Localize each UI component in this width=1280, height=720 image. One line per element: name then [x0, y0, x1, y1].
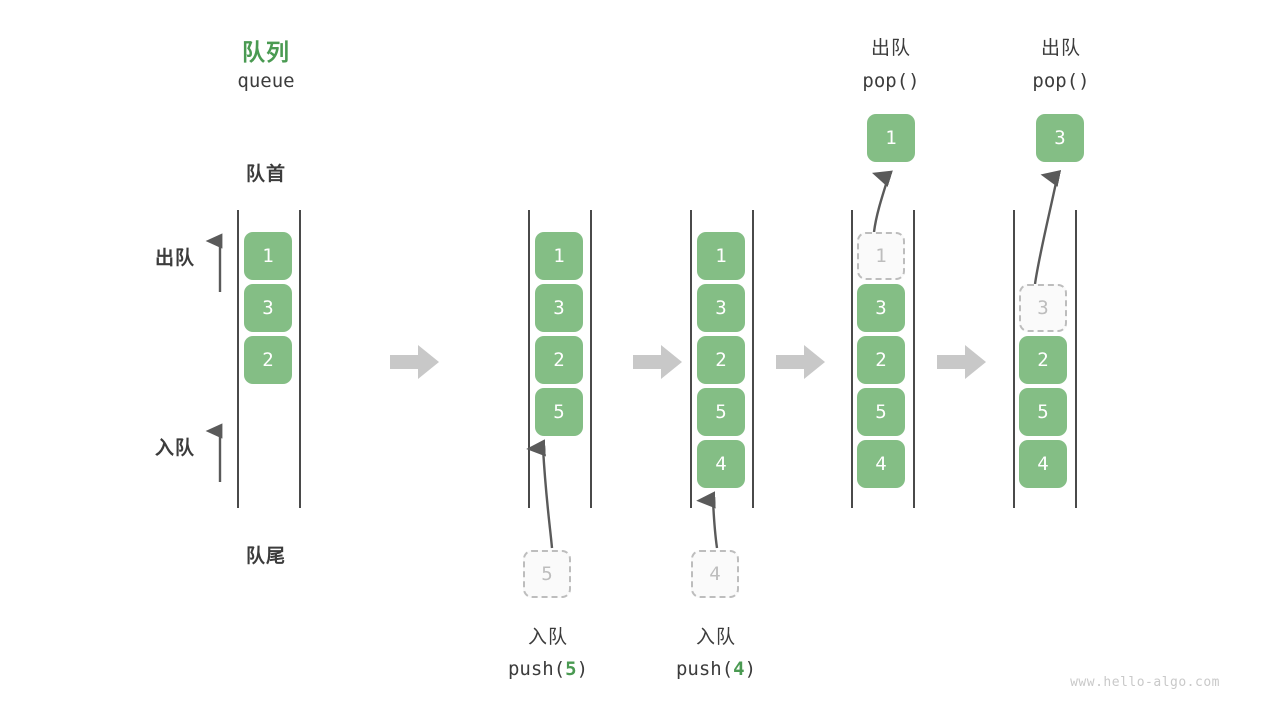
pop-code-prefix: pop( — [862, 70, 909, 92]
rear-label: 队尾 — [245, 545, 286, 567]
push-curve-arrow-icon — [690, 482, 770, 562]
push-code-arg: 5 — [565, 658, 577, 680]
dequeue-side-label: 出队 — [154, 247, 195, 269]
enqueue-direction-arrow-icon — [205, 422, 230, 484]
front-label: 队首 — [245, 163, 286, 185]
queue-title-cn: 队列 — [242, 40, 290, 66]
queue-cell: 2 — [697, 336, 745, 384]
push-code-arg: 4 — [733, 658, 745, 680]
queue-cell-new: 5 — [535, 388, 583, 436]
queue-rail-left — [851, 210, 853, 508]
ghost-cell: 1 — [857, 232, 905, 280]
pop-caption-cn: 出队 — [870, 37, 911, 59]
push-code-suffix: ) — [744, 658, 757, 680]
push-caption-cn: 入队 — [695, 626, 736, 648]
popped-cell: 3 — [1036, 114, 1084, 162]
queue-rail-left — [528, 210, 530, 508]
push-caption-code: push(4) — [651, 658, 781, 680]
queue-cell: 4 — [1019, 440, 1067, 488]
flow-arrow-icon — [937, 344, 987, 380]
queue-rail-right — [299, 210, 301, 508]
pop-code-suffix: ) — [908, 70, 920, 92]
ghost-cell: 3 — [1019, 284, 1067, 332]
queue-cell: 3 — [244, 284, 292, 332]
queue-cell: 5 — [1019, 388, 1067, 436]
queue-rail-right — [1075, 210, 1077, 508]
watermark: www.hello-algo.com — [1070, 675, 1220, 690]
queue-rail-left — [1013, 210, 1015, 508]
push-caption-cn: 入队 — [527, 626, 568, 648]
queue-cell: 1 — [535, 232, 583, 280]
pop-caption-cn: 出队 — [1040, 37, 1081, 59]
queue-cell: 3 — [857, 284, 905, 332]
push-caption-code: push(5) — [483, 658, 613, 680]
queue-cell: 5 — [857, 388, 905, 436]
push-code-suffix: ) — [576, 658, 589, 680]
queue-rail-right — [590, 210, 592, 508]
queue-rail-right — [752, 210, 754, 508]
queue-rail-left — [690, 210, 692, 508]
popped-cell: 1 — [867, 114, 915, 162]
pop-caption-code: pop() — [826, 70, 956, 92]
ghost-cell: 4 — [691, 550, 739, 598]
flow-arrow-icon — [776, 344, 826, 380]
queue-cell: 2 — [244, 336, 292, 384]
dequeue-direction-arrow-icon — [205, 232, 230, 294]
pop-curve-arrow-icon — [1005, 160, 1095, 292]
push-code-prefix: push( — [507, 658, 566, 680]
pop-curve-arrow-icon — [845, 160, 935, 240]
queue-cell-new: 4 — [697, 440, 745, 488]
ghost-cell: 5 — [523, 550, 571, 598]
queue-cell: 5 — [697, 388, 745, 436]
pop-code-suffix: ) — [1078, 70, 1090, 92]
flow-arrow-icon — [633, 344, 683, 380]
queue-cell: 2 — [535, 336, 583, 384]
push-code-prefix: push( — [675, 658, 734, 680]
queue-cell: 2 — [1019, 336, 1067, 384]
queue-cell: 2 — [857, 336, 905, 384]
queue-cell: 3 — [697, 284, 745, 332]
queue-title-en: queue — [237, 70, 295, 92]
queue-cell: 4 — [857, 440, 905, 488]
enqueue-side-label: 入队 — [154, 437, 195, 459]
queue-cell: 1 — [697, 232, 745, 280]
queue-cell: 1 — [244, 232, 292, 280]
pop-caption-code: pop() — [996, 70, 1126, 92]
flow-arrow-icon — [390, 344, 440, 380]
queue-rail-left — [237, 210, 239, 508]
push-curve-arrow-icon — [520, 430, 600, 560]
queue-rail-right — [913, 210, 915, 508]
queue-cell: 3 — [535, 284, 583, 332]
pop-code-prefix: pop( — [1032, 70, 1079, 92]
